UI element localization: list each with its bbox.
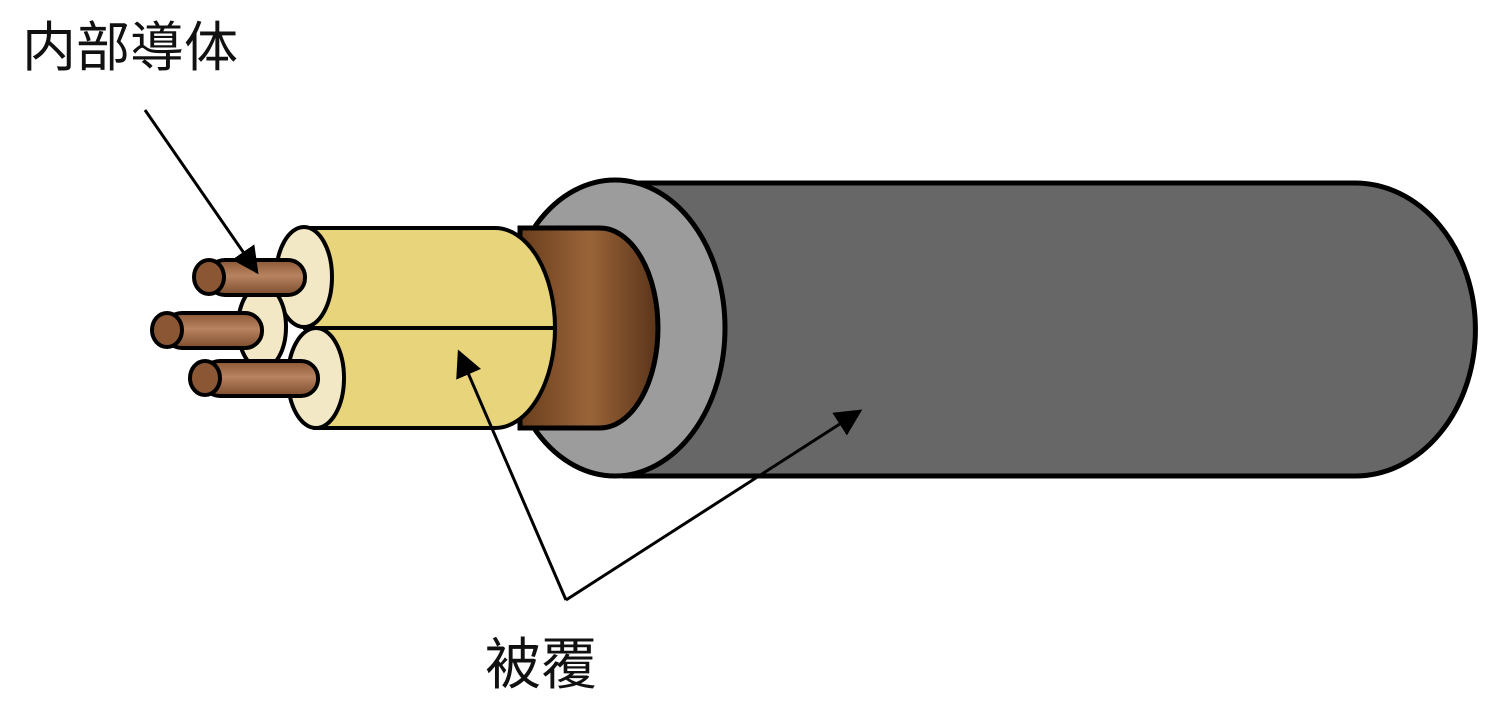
insulated-core-lower <box>286 326 558 430</box>
arrow-sheath-insulation <box>456 349 568 601</box>
outer-jacket <box>622 180 1478 479</box>
arrow-inner-conductor <box>143 109 259 275</box>
conductor-middle <box>150 311 264 350</box>
label-inner-conductor: 内部導体 <box>22 16 238 79</box>
inner-sheath <box>517 225 661 431</box>
arrow-sheath-jacket <box>565 409 863 602</box>
conductor-upper <box>192 258 307 297</box>
conductor-lower <box>188 359 320 398</box>
label-sheath: 被覆 <box>485 633 597 698</box>
insulated-core-upper <box>274 225 558 330</box>
